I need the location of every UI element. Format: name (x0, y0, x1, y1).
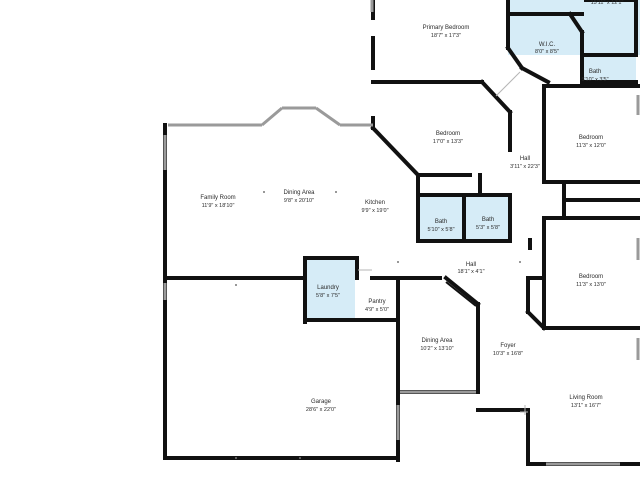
bath-primary-dims: 5'10" x 3'5" (581, 77, 608, 83)
kitchen-name: Kitchen (365, 200, 385, 206)
top-right-room-fill (508, 0, 640, 55)
laundry-dims: 5'8" x 7'5" (316, 293, 340, 299)
bath-b-fill (466, 195, 510, 241)
hall-lower-name: Hall (466, 262, 476, 268)
dining-area-left-dims: 9'8" x 20'10" (284, 198, 314, 204)
garage-dims: 28'6" x 22'0" (306, 407, 336, 413)
bath-primary-name: Bath (589, 69, 601, 75)
bedroom-right-lower-name: Bedroom (579, 274, 603, 280)
primary-bedroom-dims: 18'7" x 17'3" (431, 33, 461, 39)
hall-upper-name: Hall (520, 156, 530, 162)
hall-upper-dims: 3'11" x 22'3" (510, 164, 540, 170)
foyer-name: Foyer (500, 343, 515, 349)
bath-primary-fill (582, 55, 636, 82)
hall-lower-dims: 18'1" x 4'1" (457, 269, 484, 275)
walls (163, 0, 640, 466)
bedroom-upper-mid-name: Bedroom (436, 131, 460, 137)
dining-area-right-dims: 10'2" x 13'10" (420, 346, 453, 352)
family-room-dims: 11'9" x 18'10" (202, 203, 235, 209)
bedroom-upper-mid-dims: 17'0" x 13'3" (433, 139, 463, 145)
living-room-dims: 13'1" x 16'7" (571, 403, 601, 409)
dining-area-right-name: Dining Area (421, 338, 453, 344)
wic-dims: 8'0" x 8'5" (535, 49, 559, 55)
foyer-dims: 10'3" x 16'8" (493, 351, 523, 357)
bath-b-dims: 5'3" x 5'8" (476, 225, 500, 231)
bedroom-right-upper-name: Bedroom (579, 135, 603, 141)
markers (235, 191, 521, 459)
doors (358, 71, 528, 415)
pantry-name: Pantry (368, 299, 385, 305)
bath-fills (307, 0, 640, 320)
bath-a-dims: 5'10" x 5'8" (427, 227, 454, 233)
laundry-name: Laundry (317, 285, 339, 291)
kitchen-dims: 9'9" x 19'0" (361, 208, 388, 214)
bedroom-right-upper-dims: 11'3" x 12'0" (576, 143, 606, 149)
wic-name: W.I.C. (539, 42, 556, 48)
laundry-fill (307, 259, 355, 320)
primary-bedroom-name: Primary Bedroom (423, 25, 470, 31)
pantry-dims: 4'9" x 5'0" (365, 307, 389, 313)
bath-a-name: Bath (435, 219, 447, 225)
family-room-name: Family Room (200, 195, 235, 201)
living-room-name: Living Room (569, 395, 602, 401)
garage-name: Garage (311, 399, 332, 405)
bedroom-right-lower-dims: 11'3" x 13'0" (576, 282, 606, 288)
bath-b-name: Bath (482, 217, 494, 223)
windows (163, 0, 640, 466)
room-labels: 15'11" x 12'1" Primary Bedroom 18'7" x 1… (200, 0, 623, 413)
bath-a-fill (418, 195, 464, 241)
top-partial-dims: 15'11" x 12'1" (591, 0, 624, 6)
dining-area-left-name: Dining Area (283, 190, 315, 196)
